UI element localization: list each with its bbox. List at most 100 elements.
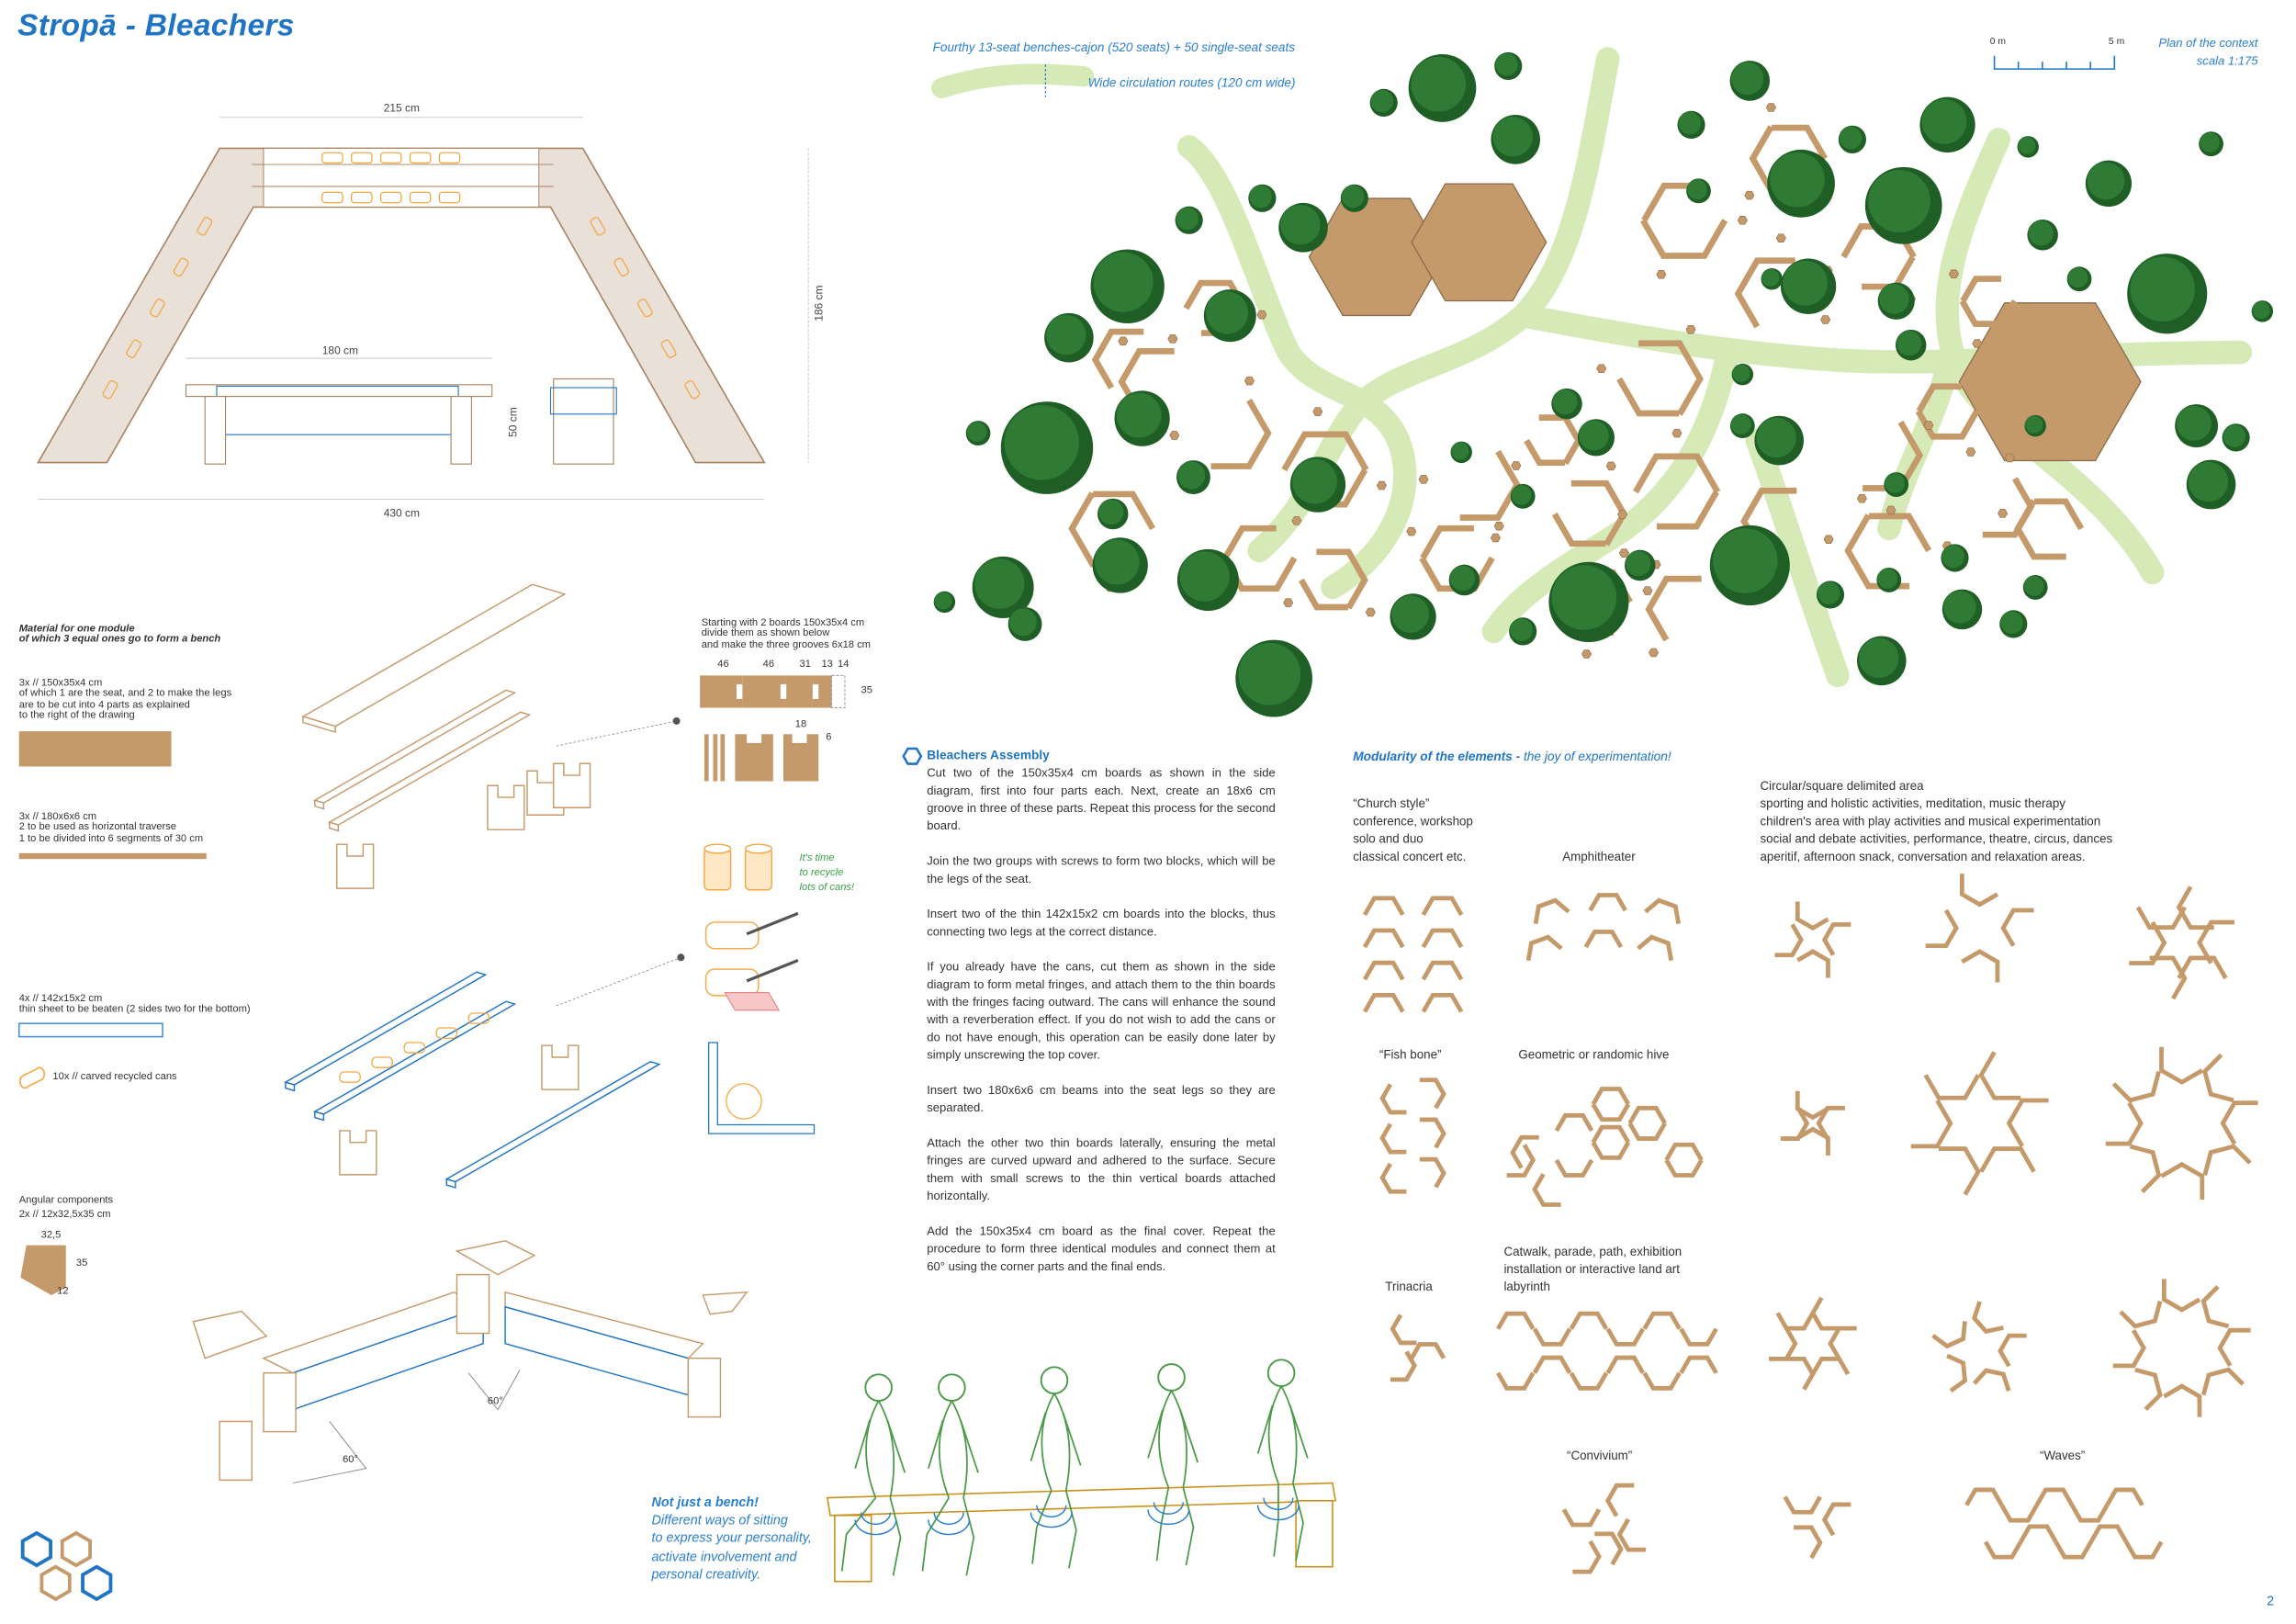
text-line: Starting with 2 boards 150x35x4 cm [701, 618, 865, 629]
tree-canopy [1449, 565, 1476, 592]
bench-plan-elevation [37, 117, 809, 500]
tree-canopy [1885, 473, 1906, 493]
single-seat [1885, 505, 1896, 515]
bench-module [1640, 219, 1728, 259]
sheet-swatch [17, 1022, 163, 1038]
bench-module [1532, 1355, 1572, 1374]
bench-module [1390, 1350, 1417, 1382]
pavilion-hexagon [1958, 302, 2142, 462]
tree-canopy [2252, 301, 2270, 320]
tagline: Not just a bench! Different ways of sitt… [652, 1494, 812, 1584]
tree-icon [2027, 219, 2058, 251]
tree-canopy [1941, 545, 1964, 568]
tree-icon [1919, 96, 1975, 153]
single-seat [1118, 336, 1129, 346]
hexagon-icon [902, 747, 923, 765]
modularity-title-bold: Modularity of the elements - [1353, 749, 1521, 764]
bench-module [2105, 1487, 2144, 1506]
thin-sheet [312, 1000, 517, 1115]
groove [780, 683, 787, 699]
bench-module [1633, 453, 1721, 494]
bench-module [1379, 1122, 1407, 1155]
can-icon [371, 1056, 393, 1068]
bench-module [1795, 901, 1829, 931]
person-body [921, 1400, 979, 1576]
can-icon [102, 380, 118, 400]
single-seat [1998, 509, 2009, 518]
tree-icon [1097, 498, 1129, 530]
can-icon [744, 848, 772, 891]
single-seat [1948, 269, 1959, 279]
bench-front-seat [185, 384, 493, 398]
bench-module [2111, 1070, 2161, 1103]
text-line: installation or interactive land art [1503, 1261, 1680, 1277]
bench-module [1616, 377, 1680, 417]
pattern-circular-star [1774, 901, 1851, 978]
tree-icon [1175, 206, 1203, 234]
angle-marker [292, 1421, 367, 1484]
can-icon [379, 152, 402, 164]
page-number: 2 [2267, 1593, 2275, 1608]
single-seat [1823, 535, 1834, 545]
tree-icon [2199, 131, 2223, 157]
single-seat [1406, 526, 1417, 536]
cut-board-part [812, 675, 832, 708]
material-board-text: 3x // 150x35x4 cm of which 1 are the sea… [19, 679, 231, 722]
can-icon [636, 299, 653, 318]
bench-module [2105, 1101, 2144, 1146]
label-trinacria: Trinacria [1385, 1279, 1433, 1294]
bench-module [1627, 1105, 1667, 1125]
materials-heading-line: of which 3 equal ones go to form a bench [18, 635, 221, 646]
label-convivium: “Convivium” [1567, 1448, 1633, 1463]
tree-canopy [1859, 637, 1899, 679]
person-figure [921, 1373, 979, 1576]
bench-module [2149, 955, 2188, 1000]
bench-module [2200, 1284, 2230, 1329]
single-seat [1965, 447, 1976, 457]
bench-module [1459, 449, 1521, 521]
person-head [864, 1373, 893, 1403]
text-line: labyrinth [1503, 1279, 1550, 1294]
tree-icon [1235, 639, 1312, 717]
leg-block [487, 784, 525, 830]
tree-icon [2175, 404, 2219, 448]
bench-module [1299, 578, 1348, 611]
bench-module [1637, 934, 1674, 962]
single-seat [1376, 480, 1387, 491]
circulation-route [1481, 340, 1740, 644]
tree-canopy [1238, 642, 1301, 705]
cutting-instructions: Starting with 2 boards 150x35x4 cm divid… [702, 618, 871, 651]
bench-module [1664, 1158, 1704, 1178]
cut-dim: 14 [837, 659, 850, 670]
leg-block [552, 762, 591, 808]
tree-icon [1876, 568, 1902, 592]
text-line: to recycle [799, 867, 844, 878]
text-line: solo and duo [1353, 830, 1424, 846]
pattern-church-style [1362, 896, 1464, 1013]
can-icon [149, 299, 165, 318]
plan-title: Plan of the context [2158, 36, 2258, 51]
assembly-step: Insert two 180x6x6 cm beams into the sea… [927, 1083, 1276, 1115]
logo-hexagon [81, 1564, 113, 1602]
text-line: thin sheet to be beaten (2 sides two for… [18, 1005, 251, 1016]
bench-module [1379, 1083, 1407, 1115]
leg-block [687, 1357, 722, 1418]
circulation-route [1176, 135, 1417, 600]
tree-canopy [1411, 56, 1467, 112]
bench-module [1591, 1141, 1631, 1160]
recycle-note: It's time to recycle lots of cans! [800, 851, 855, 896]
can-icon [19, 1066, 46, 1089]
plan-caption: Plan of the context scala 1:175 [2146, 35, 2257, 70]
tree-canopy [2130, 256, 2195, 322]
dim-height: 186 cm [812, 285, 826, 321]
single-seat [1671, 428, 1683, 438]
thin-sheet-edge [445, 1178, 456, 1189]
seat-board [301, 583, 567, 727]
label-hive: Geometric or randomic hive [1518, 1046, 1670, 1062]
tree-canopy [1177, 461, 1206, 490]
pavilion-hexagon [1411, 183, 1548, 302]
bench-module [1506, 1144, 1536, 1178]
bench-module [1532, 1327, 1572, 1347]
